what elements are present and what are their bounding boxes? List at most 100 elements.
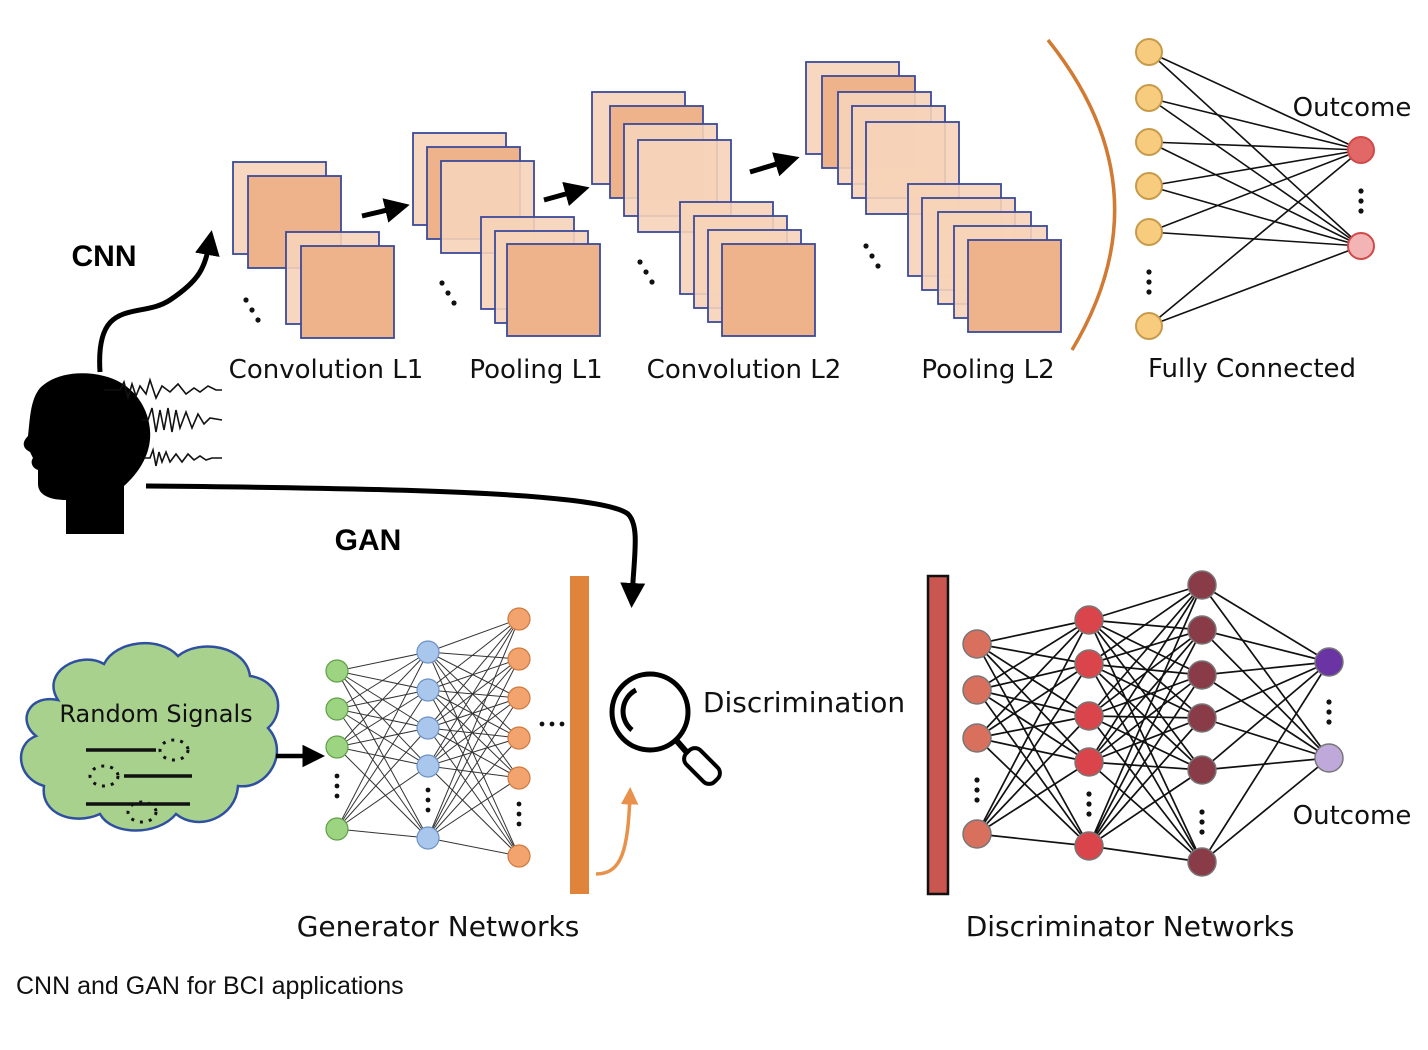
net-edge [1088, 584, 1203, 621]
generator-feedback-arrow [595, 787, 639, 876]
net-edge [427, 727, 520, 857]
net-edge [336, 651, 429, 748]
feature-map [967, 239, 1062, 333]
net-edge [427, 689, 520, 739]
magnifier-icon [609, 671, 722, 786]
net-edge [1201, 584, 1330, 663]
cloud-icon [19, 642, 280, 832]
net-edge [336, 765, 429, 830]
net-edge [427, 651, 520, 739]
net-node [416, 640, 440, 664]
discriminator-dots [974, 699, 1332, 835]
net-edge [1088, 761, 1203, 863]
net-node [1074, 831, 1104, 861]
generator-edges [336, 618, 520, 857]
net-edge [336, 689, 429, 748]
net-edge [336, 746, 429, 767]
net-node [1074, 649, 1104, 679]
net-edge [427, 737, 520, 839]
net-edge [427, 658, 520, 729]
feature-map [506, 243, 601, 337]
generator-dots [334, 721, 565, 827]
net-node [416, 754, 440, 778]
discriminator-edges [976, 584, 1330, 863]
net-node [1187, 660, 1217, 690]
eeg-signal-traces [104, 377, 223, 467]
net-edge [976, 663, 1090, 835]
net-node [416, 716, 440, 740]
net-node [325, 817, 349, 841]
net-edge [976, 689, 1090, 717]
net-edge [1088, 663, 1203, 719]
net-edge [1201, 629, 1330, 759]
net-node [1135, 84, 1163, 112]
cnn-stage-arrows [361, 152, 800, 223]
net-node [1074, 747, 1104, 777]
net-edge [427, 727, 520, 739]
net-edge [1088, 629, 1203, 763]
pooling-l1-maps [412, 132, 601, 337]
net-edge [1148, 97, 1362, 151]
net-edge [976, 619, 1090, 739]
outcome-bottom-label: Outcome [1293, 801, 1412, 831]
net-edge [976, 663, 1090, 691]
fc-edges [1148, 51, 1362, 327]
net-node [416, 826, 440, 850]
cnn-arrow [97, 230, 220, 373]
feature-map [300, 245, 395, 339]
net-node [1187, 847, 1217, 877]
fc-dots [1146, 188, 1364, 295]
net-edge [1088, 584, 1203, 847]
net-edge [1148, 141, 1362, 247]
net-edge [1148, 51, 1362, 247]
net-edge [427, 697, 520, 767]
discriminator-input-bar [926, 574, 950, 896]
net-node [1135, 172, 1163, 200]
generator-label: Generator Networks [297, 910, 580, 943]
net-edge [427, 727, 520, 779]
discriminator-label: Discriminator Networks [966, 910, 1295, 943]
conv-l1-label: Convolution L1 [229, 355, 424, 385]
net-edge [427, 689, 520, 857]
net-edge [1088, 584, 1203, 717]
net-node [416, 678, 440, 702]
net-edge [427, 658, 520, 691]
net-edge [1148, 149, 1362, 327]
net-edge [336, 651, 429, 710]
net-edge [976, 663, 1090, 739]
net-edge [1088, 663, 1203, 863]
net-node [1074, 605, 1104, 635]
pool-l1-label: Pooling L1 [469, 355, 602, 385]
net-node [1187, 615, 1217, 645]
net-edge [1088, 845, 1203, 863]
net-edge [427, 737, 520, 767]
fc-nodes [1135, 38, 1375, 340]
net-node [1187, 703, 1217, 733]
random-signals-label: Random Signals [59, 700, 252, 728]
pool-l2-label: Pooling L2 [921, 355, 1054, 385]
generator-output-bar [570, 576, 589, 894]
net-node [507, 686, 531, 710]
net-node [1347, 232, 1375, 260]
net-edge [1088, 629, 1203, 665]
net-edge [427, 837, 520, 857]
net-edge [1088, 769, 1203, 847]
feature-map [721, 243, 816, 337]
net-edge [1201, 757, 1330, 863]
net-node [1135, 38, 1163, 66]
net-edge [976, 689, 1090, 847]
net-edge [976, 619, 1090, 835]
net-edge [427, 765, 520, 779]
net-edge [336, 708, 429, 839]
ellipsis-dots [243, 243, 881, 323]
net-edge [1201, 629, 1330, 663]
net-node [1187, 755, 1217, 785]
net-edge [1201, 757, 1330, 771]
generator-nodes [325, 607, 531, 868]
net-edge [336, 828, 429, 839]
net-edge [1201, 661, 1330, 676]
net-edge [976, 619, 1090, 645]
net-edge [336, 651, 429, 830]
net-edge [1148, 149, 1362, 187]
